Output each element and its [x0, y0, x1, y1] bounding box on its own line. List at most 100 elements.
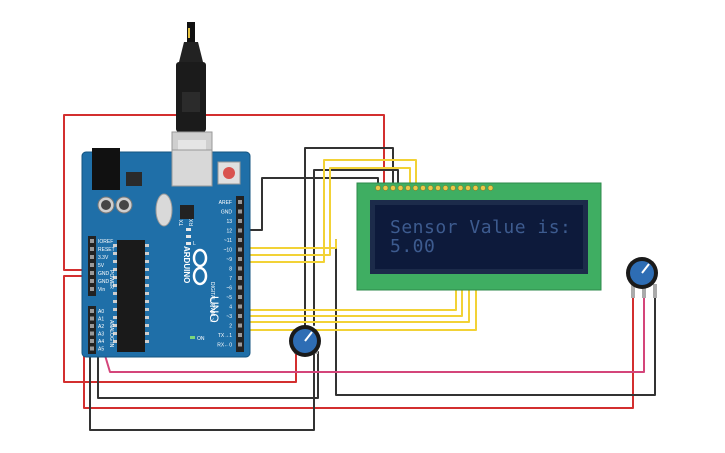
lcd-pin[interactable] [390, 185, 396, 191]
analog-pin-label: A0 [98, 309, 104, 315]
power-pin-label: 3.3V [98, 255, 109, 261]
lcd-module[interactable]: Sensor Value is: 5.00 [356, 182, 602, 291]
power-pin[interactable] [90, 239, 94, 243]
voltage-regulator [126, 172, 142, 186]
digital-pin[interactable] [238, 209, 242, 214]
digital-pin[interactable] [238, 295, 242, 299]
digital-pin-label: 8 [229, 267, 232, 273]
lcd-pin[interactable] [457, 185, 464, 191]
lcd-pin[interactable] [420, 185, 426, 191]
lcd-pin[interactable] [427, 185, 434, 191]
rx-led-label: RX [189, 218, 195, 226]
digital-pin[interactable] [238, 228, 242, 233]
digital-pin-label: 13 [226, 219, 232, 225]
digital-header [236, 196, 244, 352]
digital-pin[interactable] [238, 257, 242, 261]
digital-pin[interactable] [238, 323, 242, 328]
digital-pin[interactable] [238, 276, 242, 280]
power-pin-label: IOREF [98, 239, 113, 245]
power-pin[interactable] [90, 247, 94, 251]
analog-pin[interactable] [90, 331, 94, 336]
digital-pin[interactable] [238, 333, 242, 337]
wire-yellow-7[interactable] [243, 289, 477, 331]
power-pin-label: RESET [98, 247, 115, 253]
digital-pin[interactable] [238, 285, 242, 290]
on-led-label: ON [197, 336, 205, 342]
usb-b-port [171, 149, 213, 187]
digital-pin[interactable] [238, 247, 242, 252]
crystal-oscillator [155, 193, 173, 227]
analog-pin[interactable] [90, 324, 94, 328]
lcd-screen [375, 205, 583, 269]
digital-pin-label: ~5 [226, 295, 232, 301]
digital-pin[interactable] [238, 314, 242, 318]
arduino-uno-board[interactable]: TX RX L ON ARDUINO UNO AREFGND1312~11~10… [81, 148, 251, 358]
lcd-pin[interactable] [405, 185, 411, 191]
digital-pin-label: AREF [219, 200, 232, 206]
digital-pin-label: ~9 [226, 257, 232, 263]
lcd-pin[interactable] [412, 185, 419, 191]
lcd-pin[interactable] [382, 185, 389, 191]
wire-black-1[interactable] [243, 177, 379, 231]
wire-red-top[interactable] [63, 114, 385, 271]
digital-pin-label: 7 [229, 276, 232, 282]
digital-pin[interactable] [238, 266, 242, 271]
power-header-label: POWER [108, 270, 114, 289]
wire-yellow-4[interactable] [243, 289, 457, 311]
digital-pin-label: ~10 [224, 248, 233, 254]
power-pin[interactable] [90, 287, 94, 291]
lcd-pin[interactable] [472, 185, 479, 191]
wire-yellow-5[interactable] [243, 289, 463, 317]
digital-pin-label: 2 [229, 324, 232, 330]
digital-pin-label: 12 [226, 229, 232, 235]
digital-pin-label: GND [221, 210, 233, 216]
analog-pin[interactable] [90, 346, 94, 351]
analog-pin-label: A3 [98, 332, 104, 338]
lcd-line-2: 5.00 [390, 236, 435, 257]
analog-header [88, 306, 96, 354]
digital-pin[interactable] [238, 200, 242, 204]
wire-yellow-6[interactable] [243, 289, 470, 323]
analog-pin[interactable] [90, 309, 94, 313]
power-pin-label: GND [98, 271, 110, 277]
lcd-pin[interactable] [450, 185, 456, 191]
power-pin[interactable] [90, 271, 94, 275]
analog-pin-label: A2 [98, 324, 104, 330]
lcd-pin[interactable] [435, 185, 441, 191]
lcd-pin[interactable] [487, 185, 494, 191]
lcd-pin[interactable] [465, 185, 471, 191]
digital-pin[interactable] [238, 342, 242, 347]
digital-pin[interactable] [238, 219, 242, 223]
power-pin[interactable] [90, 263, 94, 267]
barrel-jack [92, 148, 120, 190]
wire-yellow-1[interactable] [243, 239, 337, 249]
usb-chip [180, 205, 194, 219]
lcd-pin[interactable] [375, 185, 381, 191]
l-led-label: L [193, 241, 196, 247]
power-pin[interactable] [90, 279, 94, 283]
wire-black-2[interactable] [304, 147, 394, 326]
analog-pin[interactable] [90, 339, 94, 343]
potentiometer-1[interactable] [289, 325, 321, 357]
analog-pin[interactable] [90, 316, 94, 321]
digital-pin[interactable] [238, 238, 242, 242]
digital-pin[interactable] [238, 304, 242, 309]
lcd-pin[interactable] [397, 185, 404, 191]
wire-yellow-3[interactable] [243, 159, 417, 263]
power-pin[interactable] [90, 255, 94, 259]
wire-black-6[interactable] [335, 239, 656, 396]
digital-pin-label: 4 [229, 305, 232, 311]
digital-pin-label: TX→1 [218, 333, 232, 339]
arduino-logo: ARDUINO UNO [182, 246, 221, 323]
analog-pin-label: A1 [98, 317, 104, 323]
lcd-pin[interactable] [480, 185, 486, 191]
potentiometer-2[interactable] [626, 257, 658, 298]
analog-pin-label: A5 [98, 347, 104, 353]
wire-yellow-2[interactable] [243, 167, 411, 256]
lcd-pin[interactable] [442, 185, 449, 191]
analog-pin-label: A4 [98, 339, 104, 345]
digital-pin-label: ~11 [224, 238, 232, 244]
